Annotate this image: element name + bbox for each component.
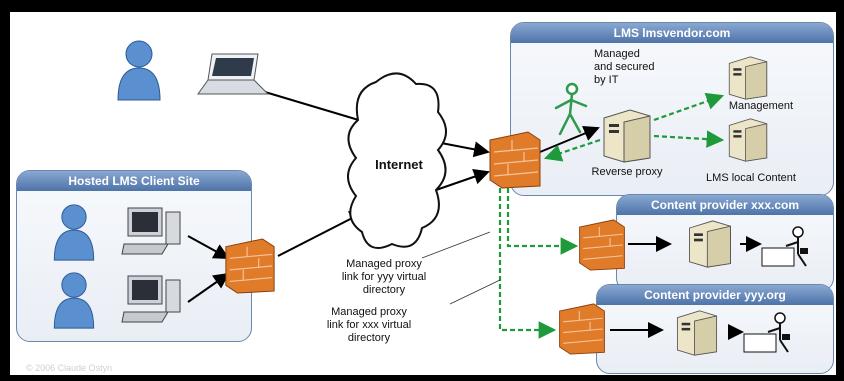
- content-yyy-title: Content provider yyy.org: [597, 285, 833, 305]
- callout-yyy-line: [421, 231, 491, 259]
- managed-secured-label: Managed and secured by IT: [594, 48, 674, 87]
- callout-xxx-line: [449, 279, 501, 305]
- proxy-to-firewall-link: [543, 138, 601, 162]
- managed-secured-line-2: and secured: [594, 61, 655, 73]
- pc1-to-firewall-arrow: [187, 235, 230, 259]
- proxy-xxx-line-2: link for xxx virtual: [326, 319, 412, 331]
- proxy-yyy-line-1: Managed proxy: [346, 258, 422, 270]
- yyy-worker-icon: [743, 312, 790, 353]
- management-label: Management: [728, 100, 794, 112]
- internet-to-firewall-arrow-2: [435, 169, 490, 191]
- internet-label: Internet: [375, 157, 423, 172]
- local-content-server-icon: [728, 118, 768, 162]
- reverse-proxy-label: Reverse proxy: [591, 166, 663, 178]
- managed-secured-line-3: by IT: [594, 74, 619, 86]
- proxy-to-management-link: [653, 92, 725, 122]
- xxx-worker-icon: [761, 226, 808, 267]
- pc2-to-firewall-arrow: [187, 272, 230, 303]
- xxx-server-icon: [689, 220, 731, 268]
- proxy-yyy-label: Managed proxy link for yyy virtual direc…: [328, 258, 440, 297]
- copyright-watermark: © 2006 Claude Ostyn: [26, 363, 113, 373]
- firewall-icon-yyy: [559, 303, 605, 355]
- proxy-yyy-line-3: directory: [362, 284, 406, 296]
- proxy-to-local-content-link: [653, 130, 725, 148]
- yyy-server-icon: [676, 310, 718, 356]
- management-server-icon: [728, 56, 768, 100]
- client-site-title: Hosted LMS Client Site: [17, 171, 251, 191]
- proxy-yyy-line-2: link for yyy virtual: [341, 271, 427, 283]
- laptop-to-internet-arrow: [264, 91, 374, 128]
- internet-to-firewall-arrow-1: [435, 141, 490, 158]
- proxy-xxx-label: Managed proxy link for xxx virtual direc…: [310, 306, 428, 345]
- content-xxx-title: Content provider xxx.com: [617, 195, 833, 215]
- firewall-to-internet-arrow: [277, 211, 366, 257]
- diagram-frame: LMS lmsvendor.com Hosted LMS Client Site…: [10, 12, 836, 375]
- computer-icon-2: [121, 275, 181, 323]
- lms-local-content-label: LMS local Content: [706, 172, 796, 184]
- firewall-icon-xxx: [579, 219, 625, 271]
- user-icon-client-2: [53, 272, 95, 329]
- it-admin-figure-icon: [554, 82, 588, 136]
- reverse-proxy-server-icon: [603, 109, 651, 163]
- firewall-icon-client: [225, 238, 275, 294]
- internet-cloud-icon: [347, 72, 447, 249]
- firewall-to-yyy-link: [498, 188, 557, 339]
- user-icon-top: [117, 40, 161, 101]
- user-icon-client-1: [53, 204, 95, 261]
- lms-vendor-panel: LMS lmsvendor.com: [510, 22, 834, 196]
- managed-secured-line-1: Managed: [594, 48, 640, 60]
- firewall-to-xxx-link: [506, 188, 579, 255]
- laptop-icon: [197, 53, 270, 95]
- computer-icon-1: [121, 207, 181, 255]
- connections: [187, 91, 762, 340]
- lms-vendor-title: LMS lmsvendor.com: [511, 23, 833, 43]
- proxy-xxx-line-3: directory: [347, 332, 391, 344]
- proxy-xxx-line-1: Managed proxy: [331, 306, 407, 318]
- firewall-icon-main: [489, 131, 541, 189]
